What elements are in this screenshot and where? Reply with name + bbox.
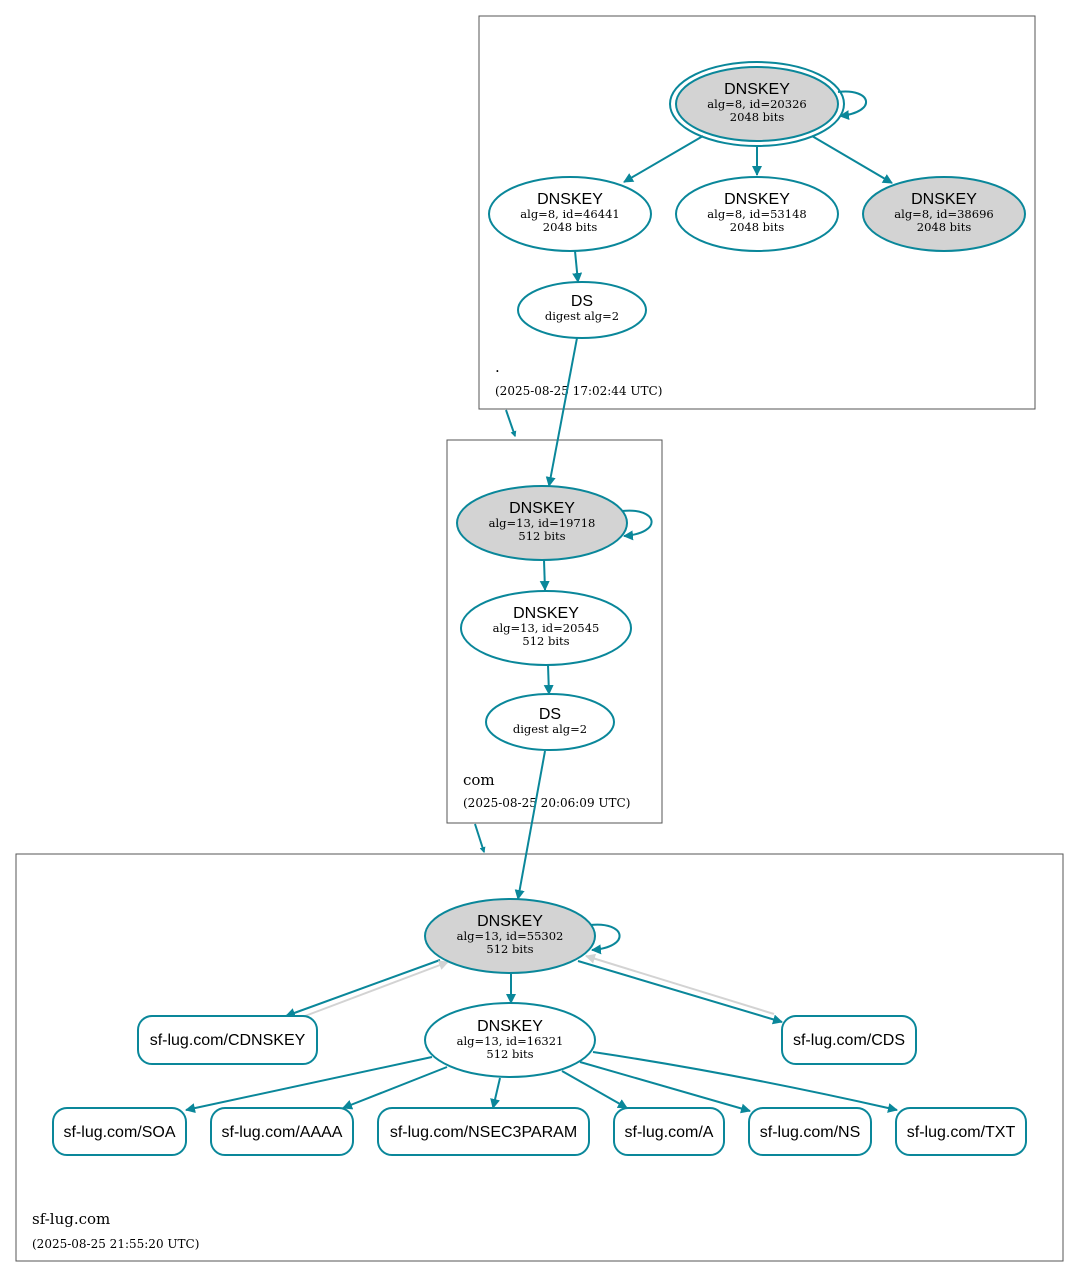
node-digest-info: digest alg=2 — [513, 722, 587, 736]
zone-com-box — [446, 439, 663, 824]
rrset-node-a[interactable]: sf-lug.com/A — [613, 1107, 725, 1156]
node-key-info: alg=8, id=38696 — [894, 207, 993, 221]
node-key-info: alg=13, id=55302 — [457, 929, 564, 943]
rrset-node-cdnskey[interactable]: sf-lug.com/CDNSKEY — [137, 1015, 318, 1065]
node-title: DNSKEY — [513, 605, 579, 622]
edge-sf-zsk-ns — [579, 1061, 751, 1114]
rrset-node-soa[interactable]: sf-lug.com/SOA — [52, 1107, 187, 1156]
dnskey-node-sflug-ksk[interactable]: DNSKEY alg=13, id=55302 512 bits — [424, 898, 596, 974]
edge-sf-ksk-cds — [577, 960, 783, 1025]
rrset-label: sf-lug.com/CDS — [793, 1032, 905, 1049]
node-title: DNSKEY — [509, 500, 575, 517]
dnskey-node-com-zsk[interactable]: DNSKEY alg=13, id=20545 512 bits — [460, 590, 632, 666]
edge-com-zsk-ds — [543, 664, 554, 695]
rrset-label: sf-lug.com/SOA — [63, 1124, 175, 1141]
rrset-label: sf-lug.com/NSEC3PARAM — [390, 1124, 577, 1141]
edge-root-ksk-zsk1 — [623, 135, 704, 183]
rrset-label: sf-lug.com/AAAA — [222, 1124, 343, 1141]
zone-com-name: com — [463, 771, 495, 789]
zone-sflug-name: sf-lug.com — [32, 1210, 110, 1228]
rrset-node-ns[interactable]: sf-lug.com/NS — [748, 1107, 872, 1156]
node-title: DS — [571, 293, 593, 310]
node-key-size: 2048 bits — [730, 220, 785, 234]
node-key-size: 512 bits — [486, 942, 533, 956]
zone-com-timestamp: (2025-08-25 20:06:09 UTC) — [463, 796, 630, 810]
edge-cdnskey-sf-ksk — [304, 960, 449, 1017]
rrset-node-nsec3param[interactable]: sf-lug.com/NSEC3PARAM — [377, 1107, 590, 1156]
rrset-label: sf-lug.com/A — [625, 1124, 714, 1141]
edge-sf-ksk-self — [589, 923, 621, 955]
edge-sf-zsk-a — [561, 1070, 628, 1109]
node-title: DNSKEY — [911, 191, 977, 208]
node-title: DNSKEY — [477, 913, 543, 930]
ds-node-com-to-sflug[interactable]: DS digest alg=2 — [485, 693, 615, 751]
zone-root-timestamp: (2025-08-25 17:02:44 UTC) — [495, 384, 662, 398]
node-key-size: 2048 bits — [543, 220, 598, 234]
node-key-size: 512 bits — [522, 634, 569, 648]
zone-root-name: . — [495, 358, 500, 376]
delegation-arrow-com-sflug — [474, 823, 486, 854]
edge-sf-zsk-nsec3param — [490, 1077, 501, 1109]
node-key-size: 2048 bits — [730, 110, 785, 124]
node-title: DNSKEY — [724, 191, 790, 208]
edge-com-ksk-self — [621, 509, 653, 541]
rrset-node-cds[interactable]: sf-lug.com/CDS — [781, 1015, 917, 1065]
node-key-size: 2048 bits — [917, 220, 972, 234]
node-key-info: alg=8, id=20326 — [707, 97, 806, 111]
dnskey-node-root-38696[interactable]: DNSKEY alg=8, id=38696 2048 bits — [862, 176, 1026, 252]
dnskey-node-sflug-zsk[interactable]: DNSKEY alg=13, id=16321 512 bits — [424, 1002, 596, 1078]
edge-cds-sf-ksk — [585, 953, 775, 1015]
rrset-label: sf-lug.com/CDNSKEY — [150, 1032, 306, 1049]
edge-root-ksk-zsk3 — [811, 135, 893, 184]
node-key-info: alg=13, id=20545 — [493, 621, 600, 635]
zone-sflug-box — [15, 853, 1064, 1262]
node-title: DNSKEY — [537, 191, 603, 208]
dnskey-node-root-zsk-53148[interactable]: DNSKEY alg=8, id=53148 2048 bits — [675, 176, 839, 252]
rrset-label: sf-lug.com/NS — [760, 1124, 860, 1141]
dnskey-node-com-ksk[interactable]: DNSKEY alg=13, id=19718 512 bits — [456, 485, 628, 561]
node-title: DNSKEY — [724, 81, 790, 98]
edge-sf-ksk-cdnskey — [285, 959, 441, 1018]
edge-com-ds-sf-ksk — [514, 750, 546, 900]
rrset-label: sf-lug.com/TXT — [907, 1124, 1016, 1141]
edge-com-ksk-zsk — [539, 559, 550, 591]
rrset-node-aaaa[interactable]: sf-lug.com/AAAA — [210, 1107, 354, 1156]
zone-sflug-timestamp: (2025-08-25 21:55:20 UTC) — [32, 1237, 199, 1251]
edge-root-ds-com-ksk — [545, 337, 578, 487]
dnskey-node-root-zsk-46441[interactable]: DNSKEY alg=8, id=46441 2048 bits — [488, 176, 652, 252]
node-key-size: 512 bits — [518, 529, 565, 543]
node-title: DS — [539, 706, 561, 723]
rrset-node-txt[interactable]: sf-lug.com/TXT — [895, 1107, 1027, 1156]
node-key-info: alg=8, id=46441 — [520, 207, 619, 221]
dnskey-node-root-ksk[interactable]: DNSKEY alg=8, id=20326 2048 bits — [669, 61, 845, 147]
edge-root-ksk-self — [837, 90, 867, 121]
node-key-info: alg=13, id=16321 — [457, 1034, 564, 1048]
edge-sf-zsk-aaaa — [342, 1066, 448, 1110]
ds-node-root-to-com[interactable]: DS digest alg=2 — [517, 281, 647, 339]
zone-root-box — [478, 15, 1036, 410]
delegation-arrow-root-com — [505, 409, 517, 438]
node-key-size: 512 bits — [486, 1047, 533, 1061]
edge-sf-zsk-soa — [185, 1056, 433, 1113]
node-key-info: alg=13, id=19718 — [489, 516, 596, 530]
node-key-info: alg=8, id=53148 — [707, 207, 806, 221]
edge-sf-zsk-txt — [592, 1051, 898, 1113]
node-digest-info: digest alg=2 — [545, 309, 619, 323]
edge-root-zsk1-ds — [572, 250, 583, 283]
node-title: DNSKEY — [477, 1018, 543, 1035]
